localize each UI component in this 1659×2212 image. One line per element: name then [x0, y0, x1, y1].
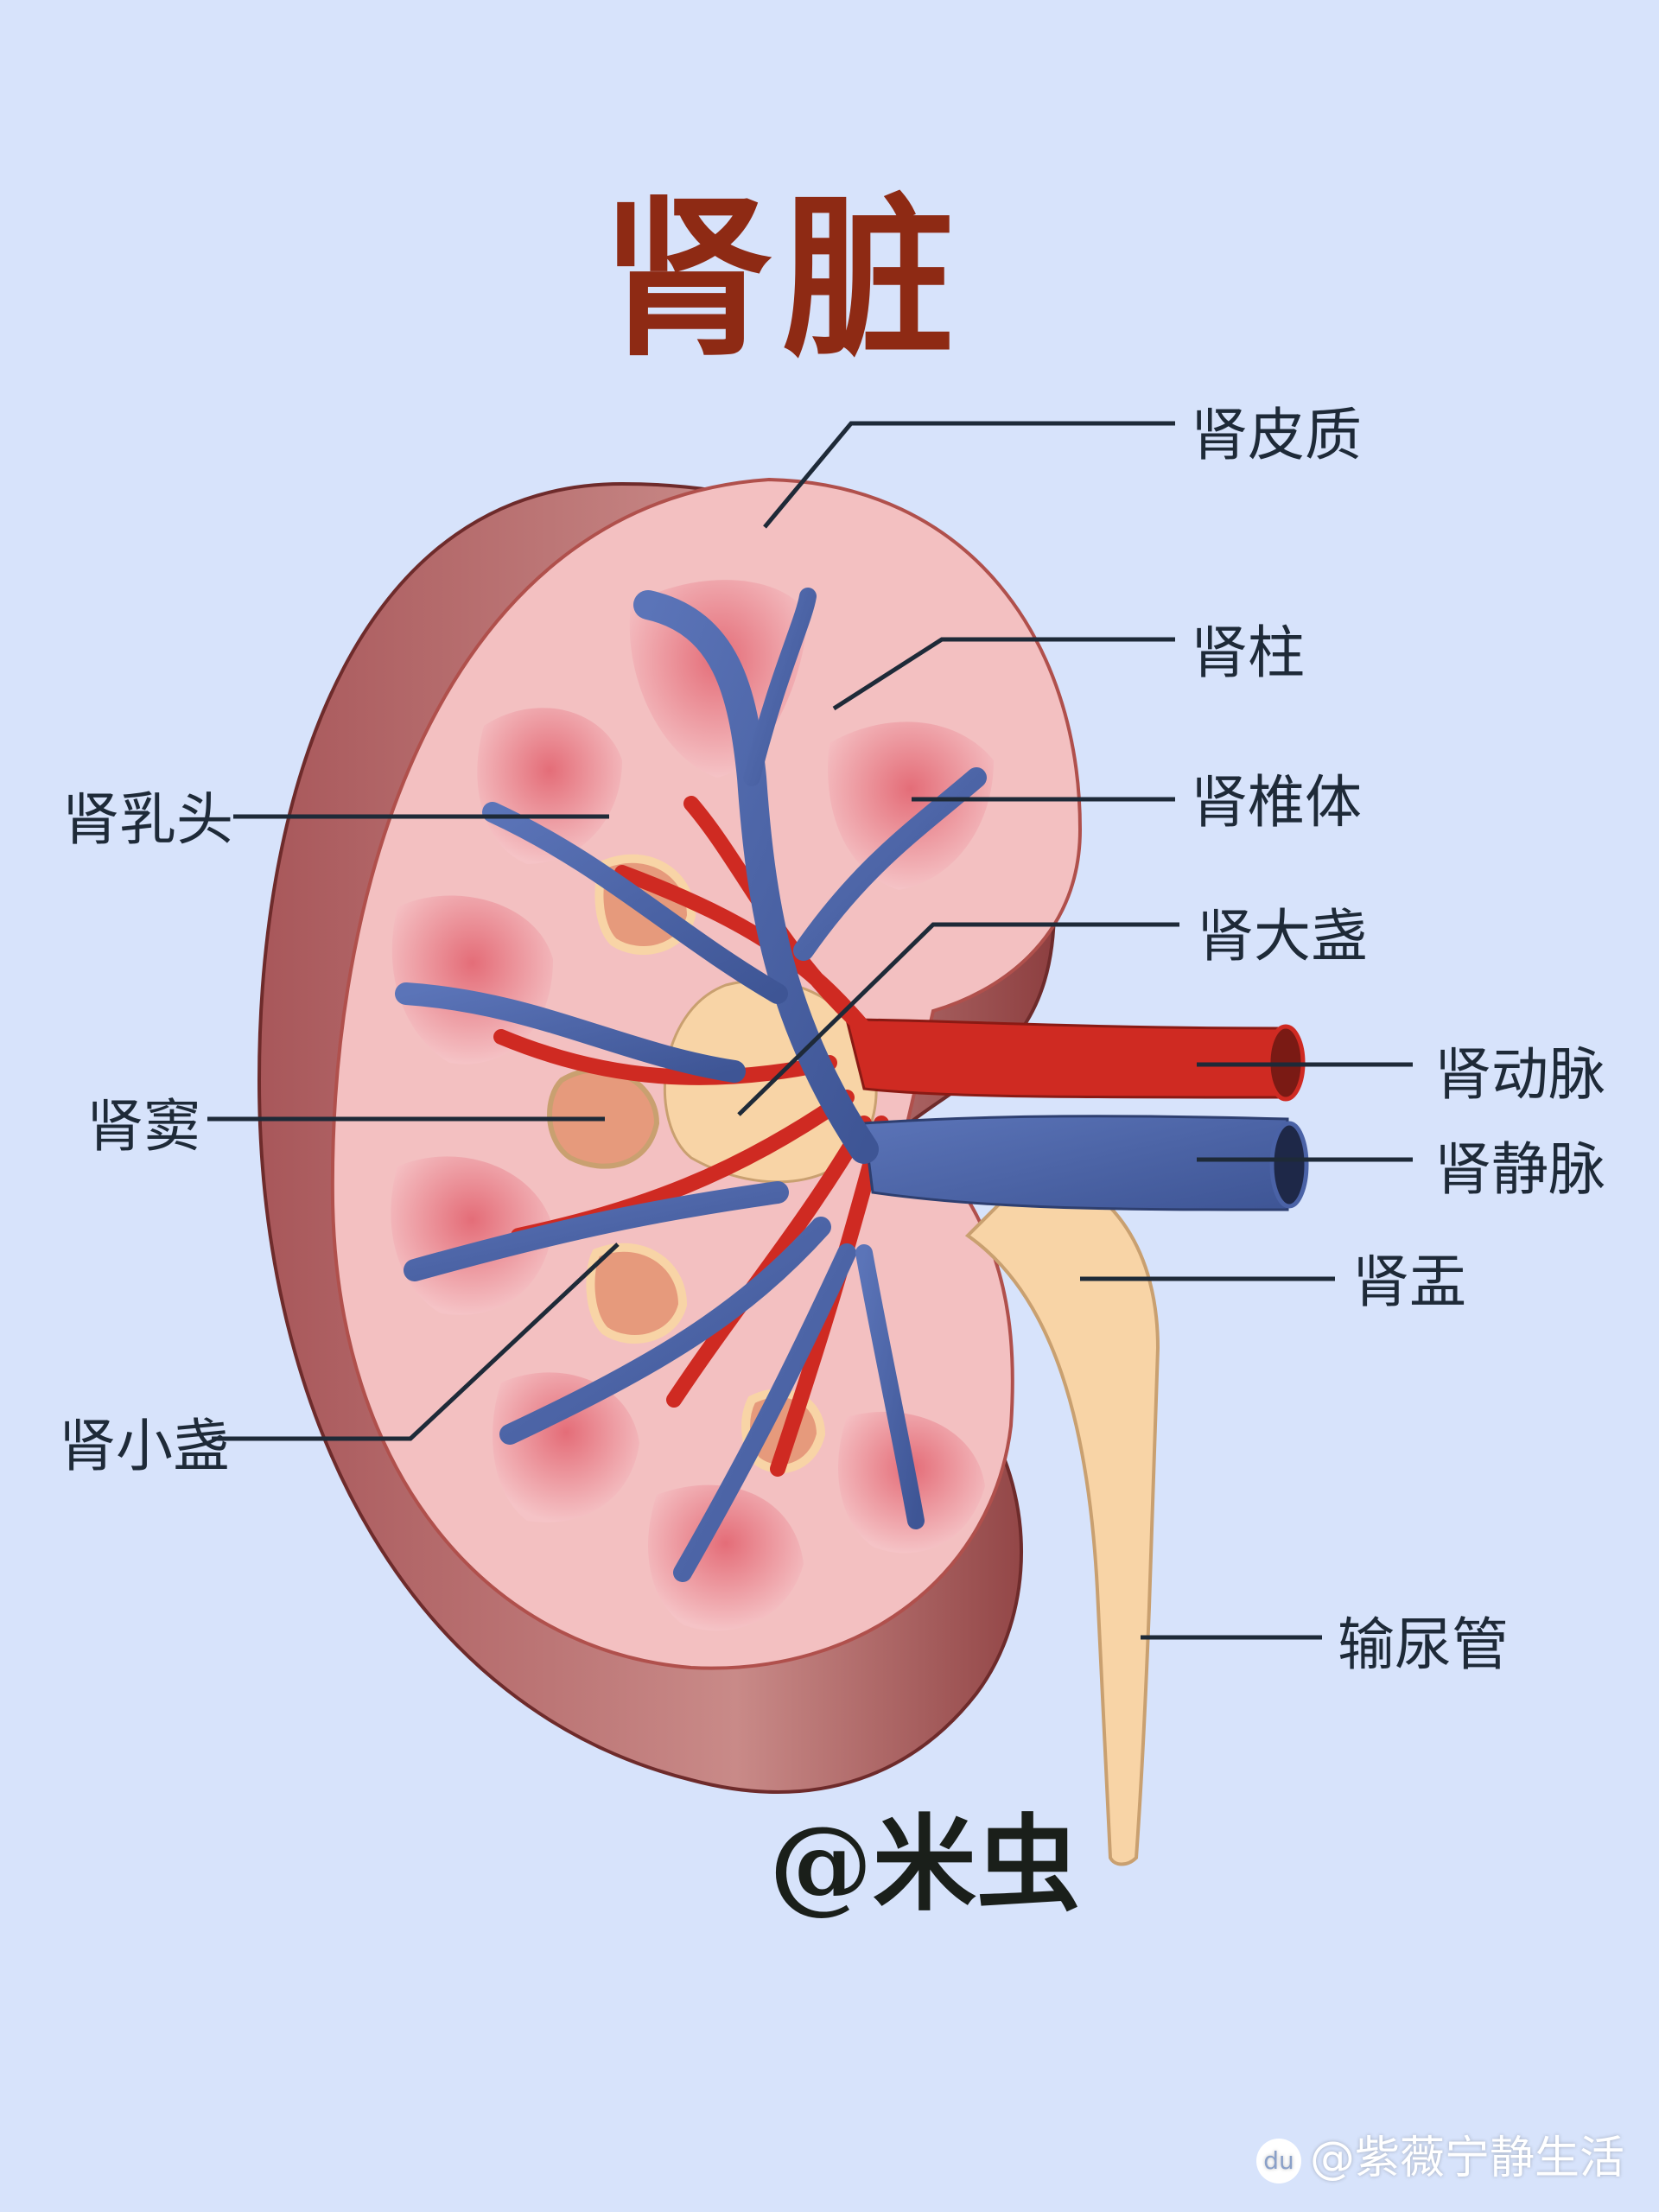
label-renal-cortex: 肾皮质 [1191, 402, 1362, 468]
leader-lines [207, 421, 1413, 1640]
label-renal-pelvis: 肾盂 [1352, 1249, 1466, 1315]
leader-minor-calyx [212, 1243, 620, 1441]
watermark: du@紫薇宁静生活 [1255, 2121, 1624, 2186]
label-renal-column: 肾柱 [1191, 620, 1305, 686]
ureter [964, 1164, 1160, 1866]
renal-artery [845, 1018, 1281, 1099]
label-renal-papilla: 肾乳头 [62, 786, 233, 853]
du-paw-icon: du [1255, 2139, 1301, 2183]
renal-vein [862, 1115, 1289, 1211]
label-major-calyx: 肾大盏 [1197, 903, 1368, 969]
renal-vein-lumen [1269, 1121, 1309, 1209]
artist-signature: @米虫 [769, 1803, 1080, 1925]
label-renal-pyramid: 肾椎体 [1191, 769, 1362, 836]
label-ureter: 输尿管 [1338, 1611, 1509, 1678]
vein-branches [395, 588, 987, 1582]
label-renal-artery: 肾动脉 [1434, 1041, 1605, 1108]
watermark-text: @紫薇宁静生活 [1309, 2133, 1624, 2184]
leader-major-calyx [737, 922, 1179, 1116]
page-title: 肾脏 [600, 179, 963, 380]
label-renal-vein: 肾静脉 [1434, 1136, 1605, 1203]
leader-renal-column [832, 637, 1175, 711]
leader-renal-cortex [763, 421, 1175, 529]
label-minor-calyx: 肾小盏 [59, 1413, 230, 1479]
label-renal-sinus: 肾窦 [86, 1093, 200, 1160]
